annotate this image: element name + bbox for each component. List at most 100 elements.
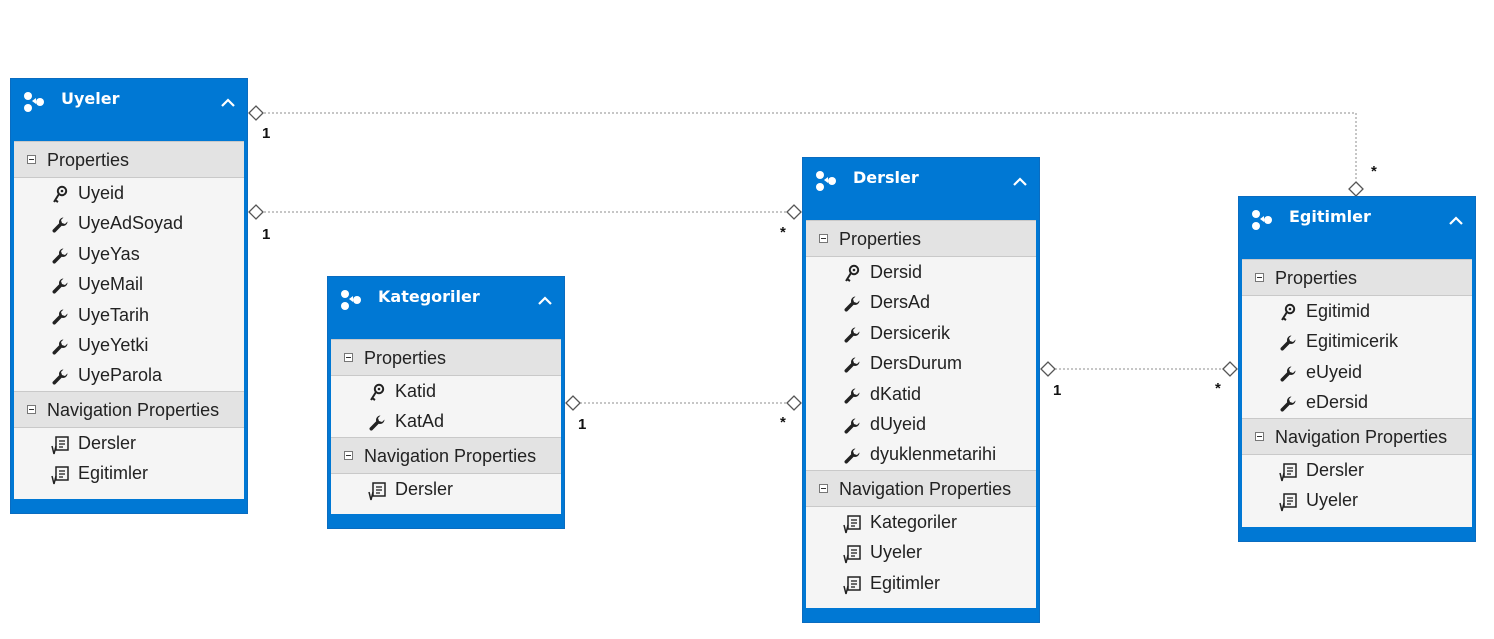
entity-type-icon (21, 89, 47, 115)
property-row[interactable]: DersDurum (806, 348, 1036, 378)
navigation-property-row[interactable]: Uyeler (806, 537, 1036, 567)
property-row[interactable]: Katid (331, 376, 561, 406)
section-label: Properties (47, 150, 130, 170)
collapse-chevron-icon[interactable] (221, 93, 235, 107)
property-name: Egitimler (78, 463, 149, 484)
navigation-section-header[interactable]: Navigation Properties (14, 390, 244, 428)
property-row[interactable]: UyeYas (14, 239, 244, 269)
property-row[interactable]: eDersid (1242, 387, 1472, 417)
property-row[interactable]: KatAd (331, 406, 561, 436)
multiplicity-label: 1 (1053, 382, 1062, 399)
navigation-property-row[interactable]: Dersler (1242, 455, 1472, 485)
properties-section-header[interactable]: Properties (14, 141, 244, 178)
wrench-icon (50, 306, 70, 326)
wrench-icon (842, 324, 862, 344)
collapse-minus-icon[interactable] (1255, 431, 1264, 441)
collapse-minus-icon[interactable] (27, 404, 36, 414)
properties-section-header[interactable]: Properties (331, 339, 561, 376)
property-row[interactable]: UyeAdSoyad (14, 208, 244, 238)
property-row[interactable]: Dersid (806, 257, 1036, 287)
collapse-minus-icon[interactable] (344, 450, 353, 460)
property-name: UyeMail (78, 274, 144, 295)
wrench-icon (842, 415, 862, 435)
property-row[interactable]: eUyeid (1242, 357, 1472, 387)
entity-header[interactable]: Uyeler (11, 79, 247, 141)
property-name: Katid (395, 381, 437, 401)
navigation-icon (1278, 461, 1298, 481)
navigation-icon (50, 434, 70, 454)
property-row[interactable]: Egitimicerik (1242, 326, 1472, 356)
navigation-section-header[interactable]: Navigation Properties (1242, 417, 1472, 455)
wrench-icon (842, 385, 862, 405)
navigation-property-row[interactable]: Dersler (331, 474, 561, 504)
property-name: Egitimicerik (1306, 331, 1399, 352)
collapse-chevron-icon[interactable] (1449, 211, 1463, 225)
section-label: Navigation Properties (839, 478, 1012, 499)
property-row[interactable]: Dersicerik (806, 318, 1036, 348)
collapse-chevron-icon[interactable] (538, 291, 552, 305)
property-name: Uyeler (1306, 489, 1359, 510)
entity-title: Uyeler (61, 89, 120, 108)
property-row[interactable]: UyeTarih (14, 300, 244, 330)
entity-title: Kategoriler (378, 287, 480, 306)
property-name: Dersid (870, 262, 923, 282)
key-icon (50, 184, 70, 204)
entity-title: Dersler (853, 168, 919, 187)
property-row[interactable]: Uyeid (14, 178, 244, 208)
property-name: eUyeid (1306, 361, 1363, 382)
multiplicity-label: * (1215, 380, 1221, 397)
properties-section-header[interactable]: Properties (806, 220, 1036, 257)
property-row[interactable]: dKatid (806, 379, 1036, 409)
multiplicity-label: * (1371, 163, 1377, 180)
wrench-icon (1278, 332, 1298, 352)
key-icon (367, 382, 387, 402)
wrench-icon (842, 293, 862, 313)
property-name: Dersicerik (870, 322, 951, 343)
property-name: KatAd (395, 411, 445, 432)
property-row[interactable]: UyeParola (14, 360, 244, 390)
navigation-property-row[interactable]: Dersler (14, 428, 244, 458)
wrench-icon (50, 336, 70, 356)
collapse-minus-icon[interactable] (819, 483, 828, 493)
property-name: DersDurum (870, 353, 963, 374)
diamond-egitimler-top (1348, 181, 1364, 197)
wrench-icon (842, 354, 862, 374)
section-label: Navigation Properties (1275, 426, 1448, 447)
entity-title: Egitimler (1289, 207, 1371, 226)
section-label: Properties (839, 229, 922, 249)
collapse-minus-icon[interactable] (344, 353, 353, 362)
property-name: dKatid (870, 383, 922, 404)
collapse-minus-icon[interactable] (819, 234, 828, 243)
navigation-section-header[interactable]: Navigation Properties (806, 469, 1036, 507)
property-row[interactable]: Egitimid (1242, 296, 1472, 326)
navigation-property-row[interactable]: Uyeler (1242, 485, 1472, 515)
multiplicity-label: 1 (578, 416, 587, 433)
property-row[interactable]: UyeYetki (14, 330, 244, 360)
wrench-icon (50, 366, 70, 386)
properties-section-header[interactable]: Properties (1242, 259, 1472, 296)
property-name: UyeYetki (78, 334, 149, 355)
navigation-section-header[interactable]: Navigation Properties (331, 436, 561, 474)
collapse-chevron-icon[interactable] (1013, 172, 1027, 186)
property-name: eDersid (1306, 392, 1369, 413)
property-row[interactable]: dyuklenmetarihi (806, 439, 1036, 469)
property-row[interactable]: UyeMail (14, 269, 244, 299)
collapse-minus-icon[interactable] (27, 155, 36, 164)
wrench-icon (50, 245, 70, 265)
navigation-property-row[interactable]: Kategoriler (806, 507, 1036, 537)
entity-header[interactable]: Egitimler (1239, 197, 1475, 259)
entity-header[interactable]: Dersler (803, 158, 1039, 220)
navigation-property-row[interactable]: Egitimler (14, 458, 244, 488)
multiplicity-label: 1 (262, 226, 271, 243)
property-row[interactable]: dUyeid (806, 409, 1036, 439)
navigation-property-row[interactable]: Egitimler (806, 568, 1036, 598)
entity-header[interactable]: Kategoriler (328, 277, 564, 339)
property-row[interactable]: DersAd (806, 287, 1036, 317)
section-label: Navigation Properties (364, 445, 537, 466)
collapse-minus-icon[interactable] (1255, 273, 1264, 282)
